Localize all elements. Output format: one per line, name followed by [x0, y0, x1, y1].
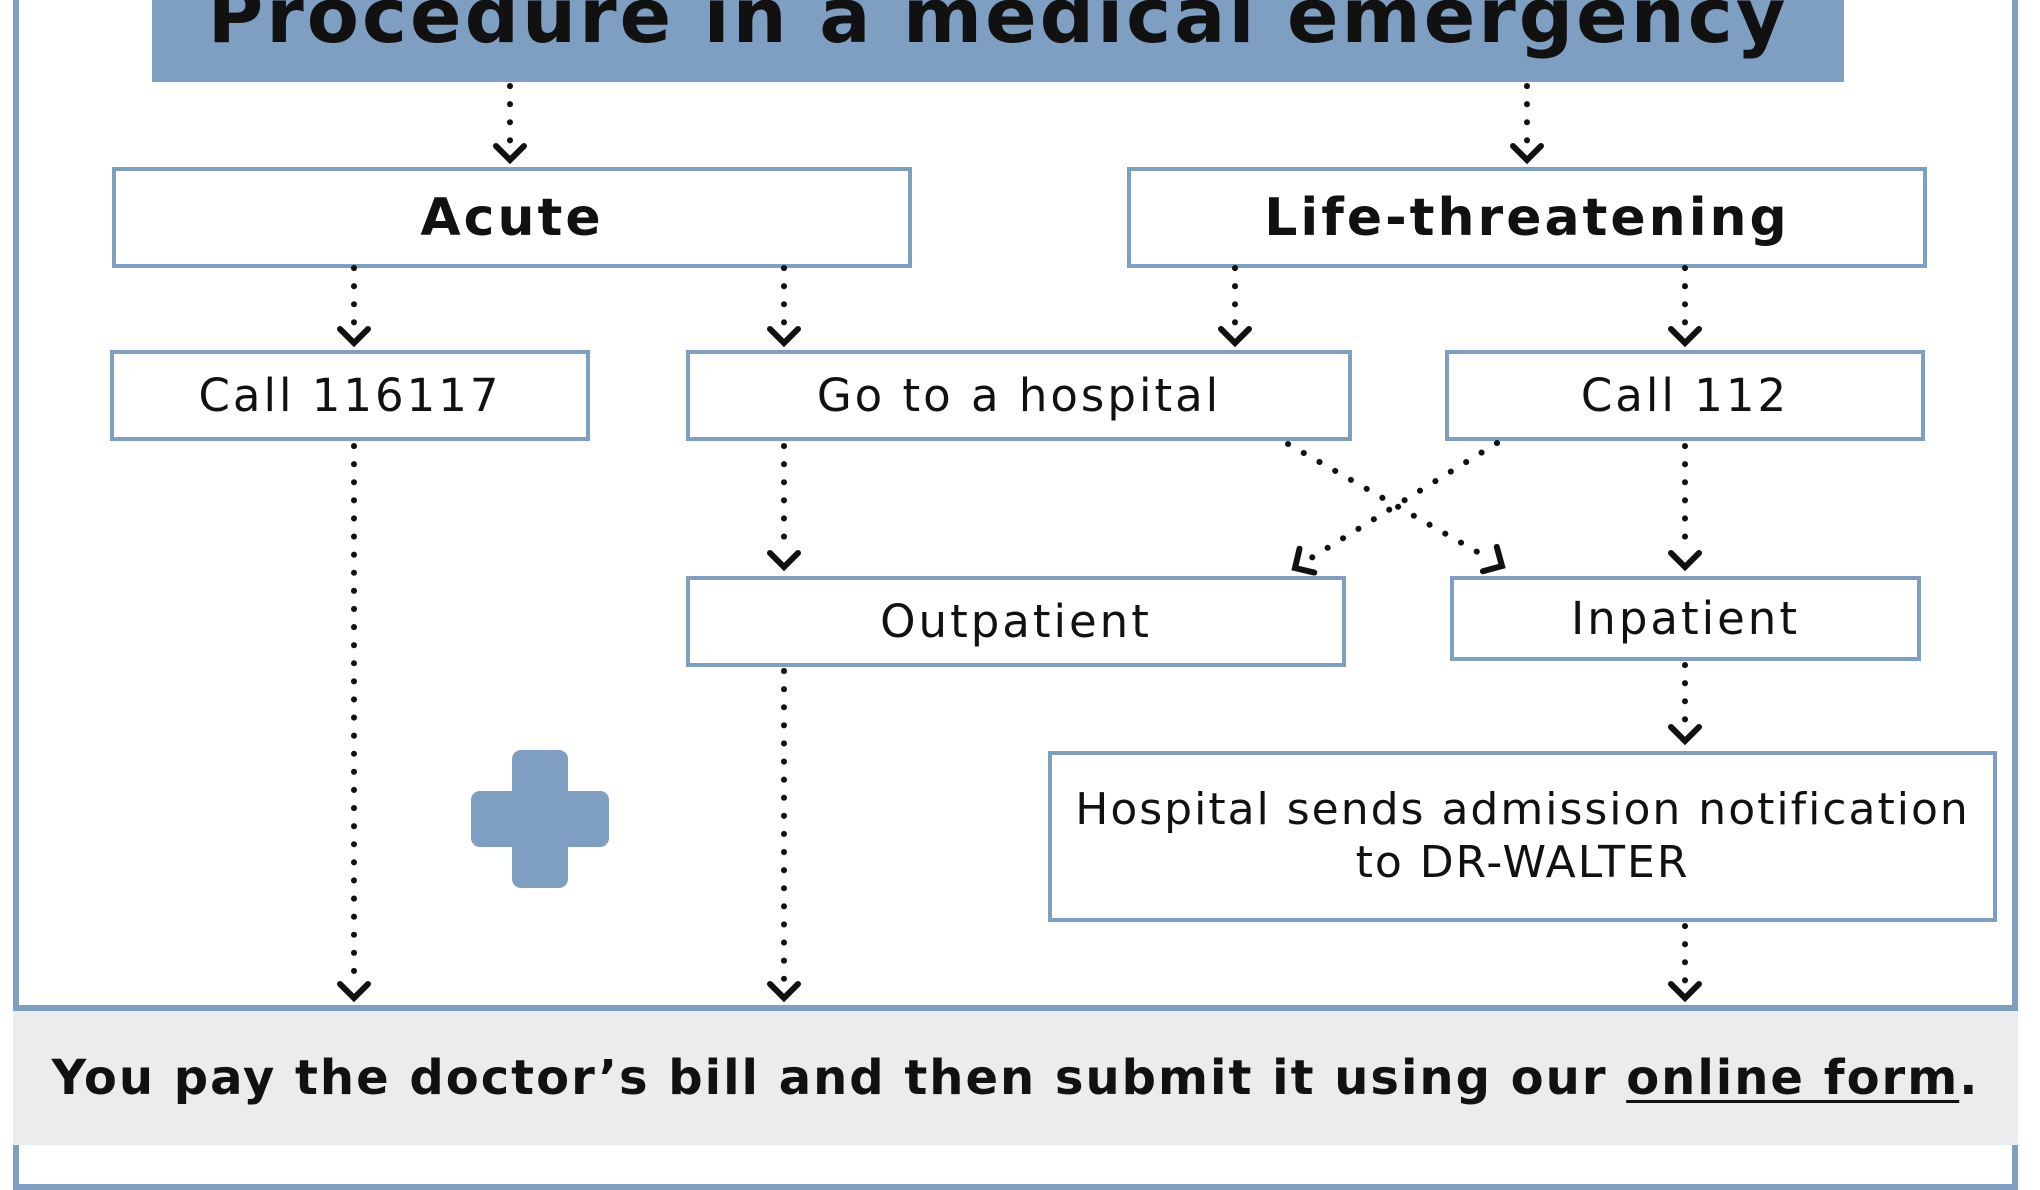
title-banner: Procedure in a medical emergency	[152, 0, 1844, 82]
footer-text: You pay the doctor’s bill and then submi…	[51, 1050, 1627, 1106]
step-call-116117-label: Call 116117	[198, 369, 502, 422]
category-life-threatening-label: Life-threatening	[1264, 187, 1790, 248]
step-outpatient-label: Outpatient	[880, 595, 1152, 648]
admission-notification-line1: Hospital sends admission notification	[1075, 783, 1970, 835]
step-call-116117-box: Call 116117	[110, 350, 590, 441]
step-call-112-label: Call 112	[1580, 369, 1790, 422]
footer-message: You pay the doctor’s bill and then submi…	[52, 1050, 1980, 1106]
admission-notification-box: Hospital sends admission notification to…	[1048, 751, 1997, 922]
category-acute-label: Acute	[420, 187, 604, 248]
category-acute-box: Acute	[112, 167, 912, 268]
footer-band: You pay the doctor’s bill and then submi…	[13, 1005, 2018, 1145]
category-life-threatening-box: Life-threatening	[1127, 167, 1927, 268]
step-call-112-box: Call 112	[1445, 350, 1925, 441]
online-form-link[interactable]: online form	[1626, 1050, 1960, 1106]
page-title: Procedure in a medical emergency	[207, 0, 1789, 60]
step-inpatient-box: Inpatient	[1450, 576, 1921, 661]
step-inpatient-label: Inpatient	[1571, 592, 1800, 645]
footer-period: .	[1959, 1050, 1980, 1106]
step-outpatient-box: Outpatient	[686, 576, 1346, 667]
admission-notification-line2: to DR-WALTER	[1355, 836, 1690, 888]
step-go-to-hospital-label: Go to a hospital	[816, 369, 1222, 422]
step-go-to-hospital-box: Go to a hospital	[686, 350, 1352, 441]
